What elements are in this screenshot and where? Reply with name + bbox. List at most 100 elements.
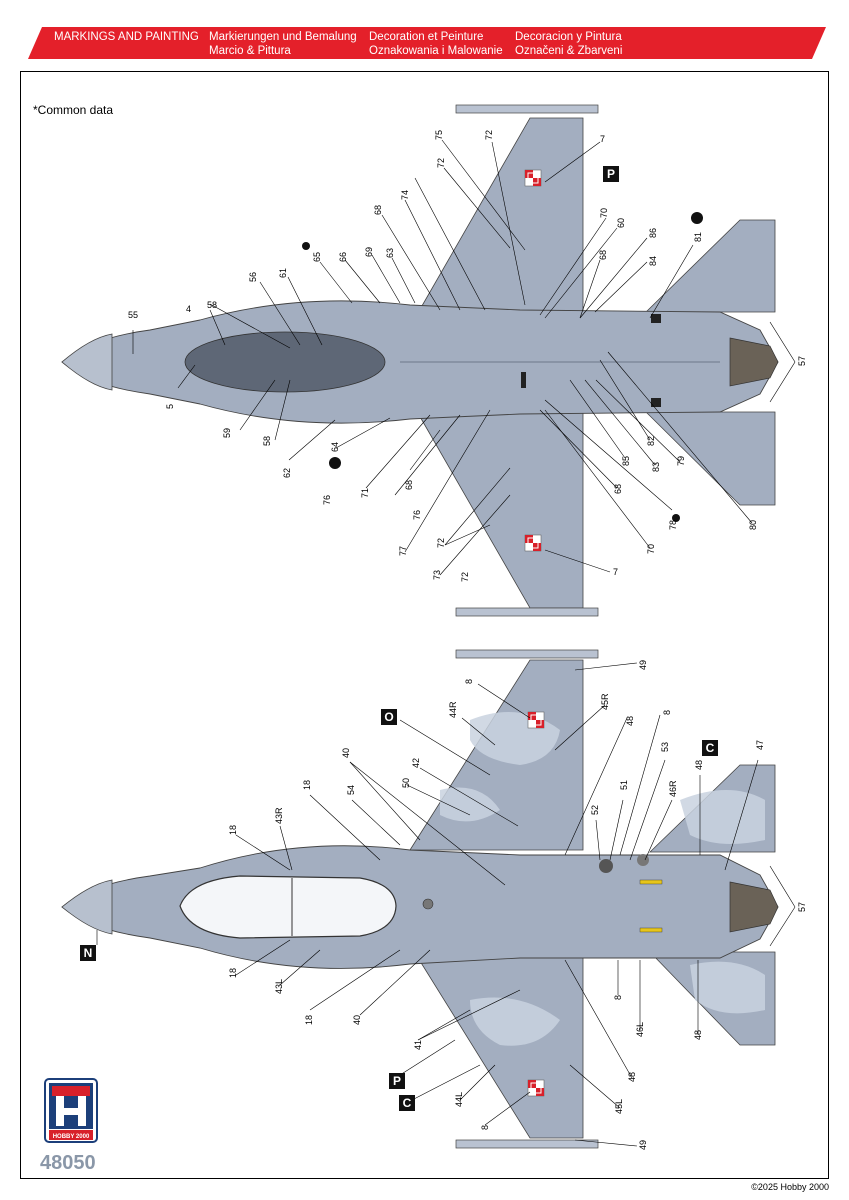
top-callout-72d: 72 xyxy=(460,572,470,582)
top-callout-58: 58 xyxy=(207,300,217,310)
top-callout-70: 70 xyxy=(599,208,609,218)
bottom-callout-8b: 8 xyxy=(662,710,672,715)
top-callout-68b: 68 xyxy=(598,250,608,260)
bottom-callout-41: 41 xyxy=(413,1040,423,1050)
bottom-callout-45L: 45L xyxy=(614,1099,624,1114)
top-callout-69: 69 xyxy=(364,247,374,257)
top-callout-83: 83 xyxy=(651,462,661,472)
bottom-callout-50: 50 xyxy=(401,778,411,788)
top-callout-78: 78 xyxy=(668,520,678,530)
header-en-line1: MARKINGS AND PAINTING xyxy=(54,31,199,43)
top-callout-61: 61 xyxy=(278,268,288,278)
top-upper-stabilizer xyxy=(645,219,776,313)
bottom-callout-54: 54 xyxy=(346,785,356,795)
common-data-label: *Common data xyxy=(33,103,114,117)
content-frame xyxy=(20,71,829,1179)
header-fr-line2: Oznakowania i Malowanie xyxy=(369,45,503,57)
top-callout-55: 55 xyxy=(128,310,138,320)
top-callout-75: 75 xyxy=(434,130,444,140)
bottom-view-leader-lines xyxy=(96,662,796,1147)
top-callout-4: 4 xyxy=(186,304,191,314)
top-callout-63: 63 xyxy=(385,248,395,258)
top-upper-wing xyxy=(414,117,584,319)
top-callout-70b: 70 xyxy=(646,544,656,554)
bottom-callout-57: 57 xyxy=(797,902,807,912)
bottom-view-callouts: 49 8 44R O 45R 48 8 40 42 50 54 18 43R 1… xyxy=(228,660,807,1150)
top-callout-58b: 58 xyxy=(262,436,272,446)
top-callout-57: 57 xyxy=(797,356,807,366)
hobby2000-logo: HOBBY 2000 xyxy=(44,1078,98,1143)
bottom-callout-8: 8 xyxy=(464,679,474,684)
logo-text: HOBBY 2000 xyxy=(53,1134,90,1140)
top-callout-86: 86 xyxy=(648,228,658,238)
top-callout-64: 64 xyxy=(330,442,340,452)
top-callout-59: 59 xyxy=(222,428,232,438)
top-callout-68d: 68 xyxy=(404,480,414,490)
top-callout-76: 76 xyxy=(412,510,422,520)
top-view-leader-lines xyxy=(132,139,796,576)
bottom-callout-8c: 8 xyxy=(480,1125,490,1130)
cap-O: O xyxy=(381,709,397,725)
bottom-callout-44R: 44R xyxy=(448,701,458,718)
header-de-line2: Marcio & Pittura xyxy=(209,45,291,57)
bottom-callout-45R: 45R xyxy=(600,693,610,710)
top-callout-82: 82 xyxy=(646,436,656,446)
bottom-callout-47: 47 xyxy=(755,740,765,750)
header-es-line1: Decoracion y Pintura xyxy=(515,31,622,43)
bottom-callout-48c: 48 xyxy=(627,1072,637,1082)
top-callout-7b: 7 xyxy=(613,567,618,577)
cap-P-bottom: P xyxy=(389,1073,405,1089)
bottom-callout-18b: 18 xyxy=(228,825,238,835)
top-callout-66: 66 xyxy=(338,252,348,262)
top-callout-65: 65 xyxy=(312,252,322,262)
top-callout-73: 73 xyxy=(432,570,442,580)
bottom-callout-48b: 48 xyxy=(694,760,704,770)
top-canopy-dark xyxy=(184,331,386,393)
bottom-callout-42: 42 xyxy=(411,758,421,768)
top-callout-56: 56 xyxy=(248,272,258,282)
cap-C-bottom: C xyxy=(399,1095,415,1111)
bottom-callout-18c: 18 xyxy=(228,968,238,978)
bottom-callout-49b: 49 xyxy=(638,1140,648,1150)
bottom-callout-53: 53 xyxy=(660,742,670,752)
bottom-callout-46R: 46R xyxy=(668,780,678,797)
header-col-de: Markierungen und Bemalung Marcio & Pittu… xyxy=(209,30,357,58)
top-callout-81: 81 xyxy=(693,232,703,242)
header-col-es: Decoracion y Pintura Označeni & Zbarveni xyxy=(515,30,622,58)
top-callout-5: 5 xyxy=(165,404,175,409)
top-callout-60: 60 xyxy=(616,218,626,228)
bottom-callout-48: 48 xyxy=(625,716,635,726)
top-callout-80: 80 xyxy=(748,520,758,530)
header-banner xyxy=(28,27,826,59)
top-callout-76b: 76 xyxy=(322,495,332,505)
bottom-callout-18: 18 xyxy=(302,780,312,790)
top-callout-85: 85 xyxy=(621,456,631,466)
top-callout-68: 68 xyxy=(373,205,383,215)
top-callout-68c: 68 xyxy=(613,484,623,494)
bottom-view-aircraft xyxy=(61,649,779,1149)
bottom-callout-18d: 18 xyxy=(304,1015,314,1025)
bottom-callout-52: 52 xyxy=(590,805,600,815)
bottom-callout-46L: 46L xyxy=(635,1022,645,1037)
bottom-callout-43L: 43L xyxy=(274,979,284,994)
top-view-aircraft xyxy=(61,104,779,617)
header-col-en: MARKINGS AND PAINTING xyxy=(54,30,199,44)
bottom-callout-44L: 44L xyxy=(454,1092,464,1107)
top-callout-72b: 72 xyxy=(484,130,494,140)
bottom-callout-40b: 40 xyxy=(352,1015,362,1025)
header-fr-line1: Decoration et Peinture xyxy=(369,31,484,43)
top-view-callouts: 55 4 58 5 59 58 56 61 65 66 69 63 68 74 … xyxy=(128,130,807,582)
top-callout-77: 77 xyxy=(398,546,408,556)
cap-C-right: C xyxy=(702,740,718,756)
bottom-callout-49: 49 xyxy=(638,660,648,670)
top-lower-stabilizer xyxy=(645,411,776,506)
top-callout-62: 62 xyxy=(282,468,292,478)
bottom-callout-8d: 8 xyxy=(613,995,623,1000)
catalog-number: 48050 xyxy=(40,1152,96,1174)
header-es-line2: Označeni & Zbarveni xyxy=(515,45,623,57)
bottom-callout-48d: 48 xyxy=(693,1030,703,1040)
top-callout-84: 84 xyxy=(648,256,658,266)
top-callout-72c: 72 xyxy=(436,538,446,548)
top-callout-71: 71 xyxy=(360,488,370,498)
top-callout-74: 74 xyxy=(400,190,410,200)
